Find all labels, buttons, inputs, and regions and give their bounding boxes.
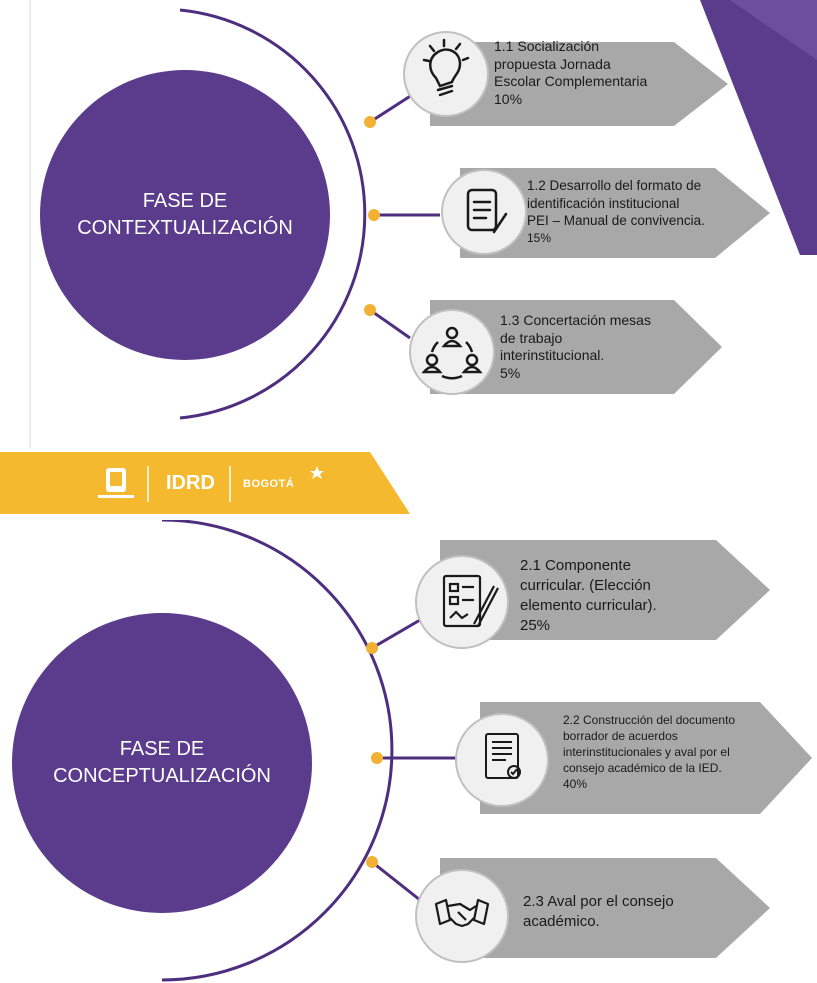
step-arrow-2-2: [480, 702, 812, 814]
item-line: interinstitucional.: [500, 347, 605, 363]
phase1-title: FASE DE CONTEXTUALIZACIÓN: [77, 190, 293, 239]
form-writing-icon: [442, 574, 499, 628]
node-dot: [364, 116, 376, 128]
item-line: 2.1 Componente: [520, 557, 631, 574]
step-arrow-1-2: [460, 168, 770, 258]
node-dot: [368, 209, 380, 221]
item-percent: 25%: [520, 617, 551, 634]
team-network-icon: [421, 326, 483, 380]
timeline-arc: [161, 520, 394, 982]
item-line: propuesta Jornada: [494, 55, 611, 72]
item-line: elemento curricular).: [520, 597, 657, 614]
corner-accent-highlight: [730, 0, 817, 60]
item-percent: 40%: [563, 777, 588, 791]
connector-line: [371, 860, 421, 902]
item-1-3-text: 1.3 Concertación mesas de trabajo interi…: [500, 312, 710, 382]
sponsor-banner: IDRD BOGOTÁ: [0, 452, 410, 514]
document-edit-icon: [466, 188, 508, 234]
item-line: Escolar Complementaria: [494, 73, 648, 89]
lightbulb-icon: [422, 38, 470, 97]
icon-disc: [415, 555, 509, 649]
phase2-title: FASE DE CONCEPTUALIZACIÓN: [53, 738, 271, 787]
coat-of-arms-logo: [98, 468, 134, 498]
connector-line: [371, 618, 421, 650]
item-line: 1.1 Socialización: [494, 38, 600, 54]
item-line: consejo académico de la IED.: [563, 761, 722, 775]
phase-conceptualization-panel: FASE DE CONCEPTUALIZACIÓN 2.1 Componente…: [0, 520, 817, 983]
item-line: 2.2 Construcción del documento: [563, 713, 736, 727]
item-2-2-text: 2.2 Construcción del documento borrador …: [563, 712, 803, 792]
approved-document-icon: [485, 733, 521, 779]
timeline-arc: [179, 8, 367, 420]
item-line: de trabajo: [500, 329, 563, 346]
item-line: 1.3 Concertación mesas: [500, 312, 651, 328]
node-dot: [364, 304, 376, 316]
phase2-circle: FASE DE CONCEPTUALIZACIÓN: [12, 613, 312, 913]
item-1-2-text: 1.2 Desarrollo del formato de identifica…: [527, 177, 767, 247]
panel1-graphics: [29, 0, 817, 448]
connector-line: [369, 93, 413, 124]
step-arrow-2-1: [440, 540, 770, 640]
item-line: PEI – Manual de convivencia.: [527, 213, 705, 228]
icon-disc: [403, 31, 489, 117]
phase1-circle: FASE DE CONTEXTUALIZACIÓN: [40, 70, 330, 360]
item-line: 1.2 Desarrollo del formato de: [527, 178, 702, 193]
step-arrow-1-3: [430, 300, 722, 394]
item-line: curricular. (Elección: [520, 577, 651, 594]
idrd-logo: IDRD: [166, 472, 215, 494]
item-percent: 15%: [527, 230, 552, 245]
item-percent: 10%: [494, 90, 523, 107]
item-1-1-text: 1.1 Socialización propuesta Jornada Esco…: [494, 38, 724, 108]
phase-contextualization-panel: FASE DE CONTEXTUALIZACIÓN 1.1 Socializac…: [0, 0, 817, 514]
panel2-graphics: [161, 520, 812, 982]
node-dot: [366, 856, 378, 868]
connector-line: [369, 308, 411, 340]
item-line: identificación institucional: [527, 195, 680, 211]
node-dot: [371, 752, 383, 764]
item-line: borrador de acuerdos: [563, 729, 678, 743]
banner-shape: [0, 452, 410, 514]
item-line: 2.3 Aval por el consejo: [523, 893, 674, 910]
corner-accent: [700, 0, 817, 255]
step-arrow-2-3: [440, 858, 770, 958]
item-line: académico.: [523, 913, 600, 930]
node-dot: [366, 642, 378, 654]
item-line: interinstitucionales y aval por el: [563, 745, 730, 759]
item-2-3-text: 2.3 Aval por el consejo académico.: [523, 892, 723, 932]
icon-disc: [409, 309, 495, 395]
bogota-logo: BOGOTÁ: [243, 478, 295, 490]
item-2-1-text: 2.1 Componente curricular. (Elección ele…: [520, 556, 720, 636]
step-arrow-1-1: [430, 42, 728, 126]
bogota-star: [310, 466, 324, 479]
item-percent: 5%: [500, 364, 521, 381]
handshake-icon: [434, 898, 490, 928]
icon-disc: [441, 169, 527, 255]
